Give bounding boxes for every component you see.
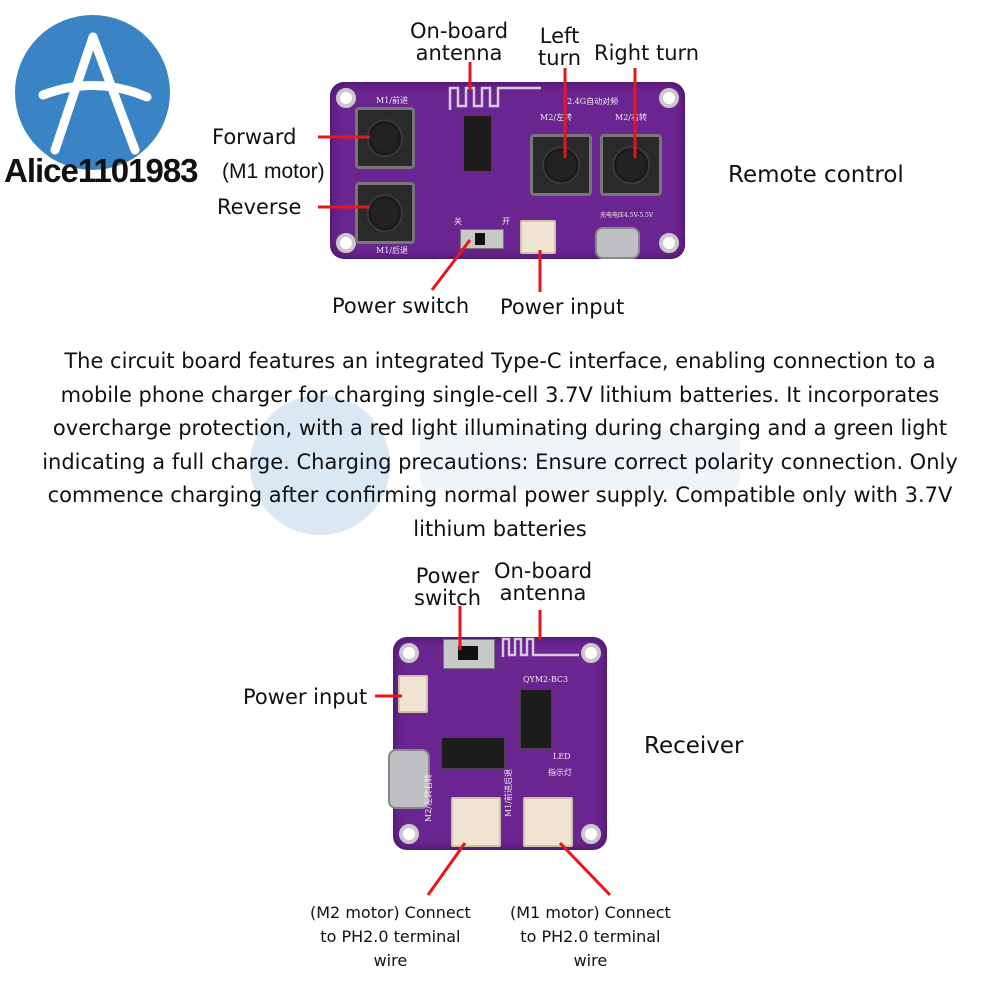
silk-m1-reverse: M1/后退: [376, 246, 408, 255]
mount-hole: [399, 643, 419, 663]
silk-pairing: 2.4G自动对频: [567, 97, 619, 106]
label-right-turn: Right turn: [594, 41, 700, 65]
rf-chip: [520, 689, 552, 749]
reverse-button[interactable]: [355, 182, 415, 244]
label-m2-motor: (M2 motor) Connect to PH2.0 terminal wir…: [310, 903, 471, 970]
label-power-input: Power input: [243, 685, 368, 709]
silk-led: LED: [553, 752, 571, 761]
m1-motor-connector: [523, 797, 573, 847]
label-power-switch: Power switch: [414, 564, 482, 610]
receiver-title: Receiver: [644, 733, 744, 759]
silk-on: 开: [502, 217, 510, 226]
silk-charge-voltage: 充电电压4.5V-5.5V: [600, 212, 654, 219]
watermark-logo-icon: [250, 395, 740, 535]
power-switch[interactable]: [460, 229, 504, 249]
power-input-connector: [520, 220, 556, 254]
receiver-board: QYM2-BC3 指示灯 LED M2/左转右转 M1/前进后退: [388, 637, 607, 850]
mount-hole: [581, 643, 601, 663]
usb-c-port[interactable]: [388, 749, 430, 809]
brand-text: Alice1101983: [4, 152, 199, 189]
left-turn-button[interactable]: [530, 134, 592, 196]
m2-motor-connector: [451, 797, 501, 847]
pointer-line: [558, 841, 612, 897]
motor-driver-chip: [441, 737, 505, 769]
mount-hole: [659, 233, 679, 253]
silk-off: 关: [454, 217, 462, 226]
mount-hole: [581, 824, 601, 844]
antenna-trace-icon: [501, 637, 579, 657]
mount-hole: [659, 88, 679, 108]
silk-m2-right: M2/右转: [615, 113, 647, 122]
pointer-line: [430, 239, 472, 291]
antenna-trace-icon: [448, 86, 541, 110]
label-m1-motor: (M1 motor): [222, 160, 325, 183]
mount-hole: [399, 824, 419, 844]
remote-title: Remote control: [728, 162, 904, 188]
right-turn-button[interactable]: [600, 134, 662, 196]
silk-model: QYM2-BC3: [523, 675, 569, 684]
silk-m2-left: M2/左转: [540, 113, 572, 122]
label-antenna: On-board antenna: [410, 19, 509, 65]
silk-m1-forward: M1/前进: [376, 96, 408, 105]
center-watermark: [250, 390, 750, 544]
power-switch[interactable]: [443, 639, 495, 669]
label-power-input: Power input: [500, 295, 625, 319]
pointer-line: [426, 842, 467, 896]
remote-board: M1/前进 M1/后退 M2/左转 M2/右转 2.4G自动对频 充电电压4.5…: [330, 82, 685, 259]
power-input-connector: [398, 675, 428, 713]
letter-a-icon: [38, 32, 152, 155]
silk-indicator: 指示灯: [548, 768, 572, 777]
label-power-switch: Power switch: [332, 294, 470, 318]
usb-c-port[interactable]: [595, 227, 640, 259]
label-antenna: On-board antenna: [494, 559, 593, 605]
label-m1-motor: (M1 motor) Connect to PH2.0 terminal wir…: [510, 903, 671, 970]
mount-hole: [336, 233, 356, 253]
description-text: The circuit board features an integrated…: [42, 349, 958, 541]
brand-logo: [15, 15, 170, 170]
rf-chip: [463, 115, 492, 172]
label-forward: Forward: [212, 125, 297, 149]
mount-hole: [336, 88, 356, 108]
label-left-turn: Left turn: [538, 24, 582, 70]
label-reverse: Reverse: [217, 195, 302, 219]
